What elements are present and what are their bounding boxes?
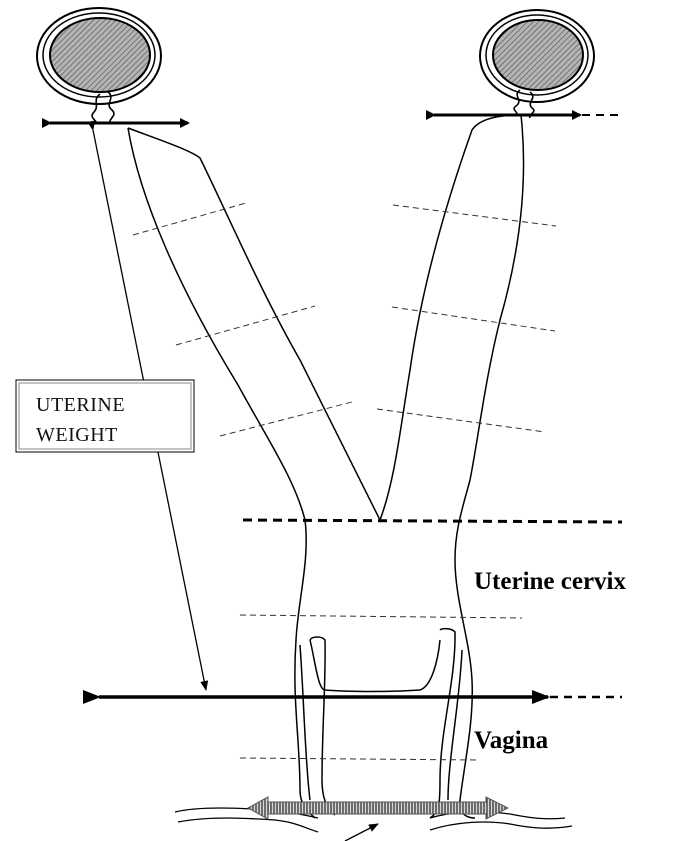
left-ovary-icon [37, 8, 161, 104]
section-lines [133, 203, 556, 760]
bottom-pointer-arrow [345, 824, 378, 841]
vagina-label: Vagina [474, 727, 549, 754]
uterine-weight-box: UTERINE WEIGHT [16, 380, 194, 452]
cervix-level-line [243, 520, 622, 522]
vaginal-opening-hatched-arrow [248, 797, 508, 819]
uterine-weight-label-line2: WEIGHT [36, 424, 118, 446]
uterus-outline [128, 115, 523, 818]
right-ovary-icon [480, 10, 594, 102]
uterine-cervix-label: Uterine cervix [474, 568, 627, 595]
uterine-weight-label-line1: UTERINE [36, 394, 125, 416]
